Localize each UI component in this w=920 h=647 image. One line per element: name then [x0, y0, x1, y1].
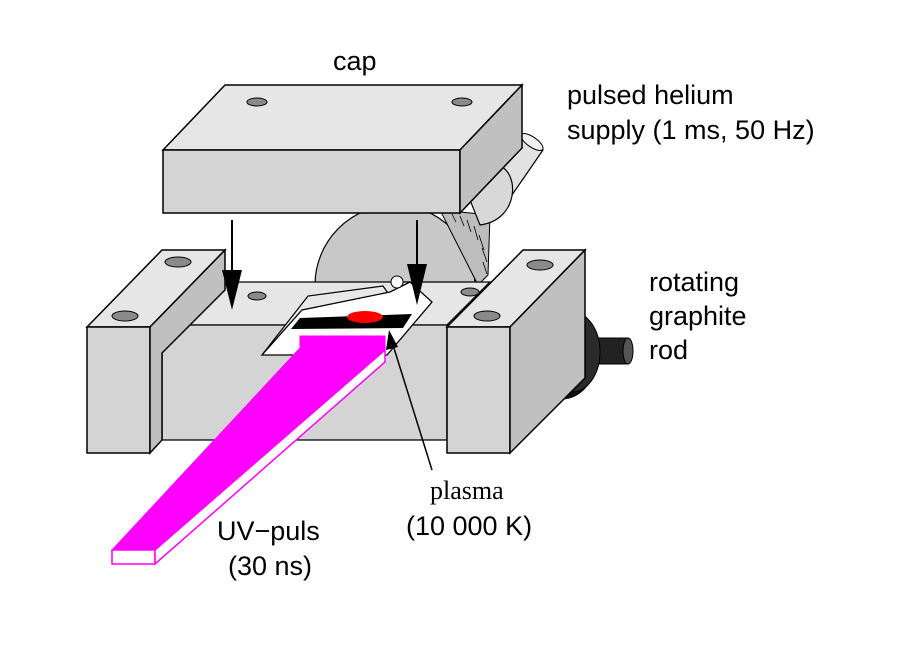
left-clamp-hole-front: [111, 310, 139, 322]
left-clamp-hole-back: [164, 256, 192, 268]
uv-beam-end: [111, 549, 156, 565]
rod-end: [622, 337, 634, 365]
uv-laser-beam: [110, 335, 386, 566]
label-rotating-line3: rod: [649, 335, 688, 365]
right-clamp-front: [446, 326, 511, 454]
wheel-teeth-lines: [451, 213, 488, 275]
right-clamp-side: [509, 248, 586, 455]
helium-supply-tube: [469, 132, 544, 226]
cap-top-face: [161, 84, 524, 151]
rotating-wheel: [314, 204, 491, 286]
label-plasma-line1: plasma: [430, 476, 504, 505]
cap-front-face: [162, 149, 461, 214]
cap-placement-arrows: [222, 220, 427, 310]
plasma-pointer: [386, 330, 433, 471]
right-clamp-hole-front: [473, 310, 501, 322]
label-uv-line1: UV−puls: [217, 516, 320, 546]
wheel-teeth: [439, 209, 491, 286]
arrow-right-head: [407, 264, 427, 305]
base-hole-right: [460, 287, 480, 297]
plasma-spot: [347, 311, 383, 323]
cap-hole-left: [246, 97, 268, 107]
arrow-left-head: [222, 270, 242, 310]
base-hole-left: [247, 291, 267, 301]
left-clamp-side: [149, 248, 226, 455]
tube-nozzle: [469, 164, 514, 226]
cap-side-face: [459, 83, 523, 215]
cap-block: [161, 83, 524, 215]
nozzle-opening: [390, 275, 404, 289]
plasma-pointer-head: [386, 330, 398, 350]
label-helium-line1: pulsed helium: [567, 80, 734, 110]
plasma-pointer-line: [392, 344, 433, 471]
label-rotating-line1: rotating: [649, 267, 739, 297]
label-plasma-line2: (10 000 K): [406, 511, 532, 541]
right-clamp-hole-back: [526, 259, 554, 271]
left-clamp-front: [86, 326, 151, 454]
uv-beam-side: [154, 348, 386, 566]
label-rotating-line2: graphite: [649, 301, 747, 331]
left-clamp-block: [85, 248, 227, 455]
label-uv-line2: (30 ns): [228, 551, 312, 581]
label-cap: cap: [333, 46, 377, 76]
right-clamp-block: [445, 248, 587, 455]
cap-hole-right: [451, 97, 473, 107]
label-helium-line2: supply (1 ms, 50 Hz): [567, 115, 815, 145]
